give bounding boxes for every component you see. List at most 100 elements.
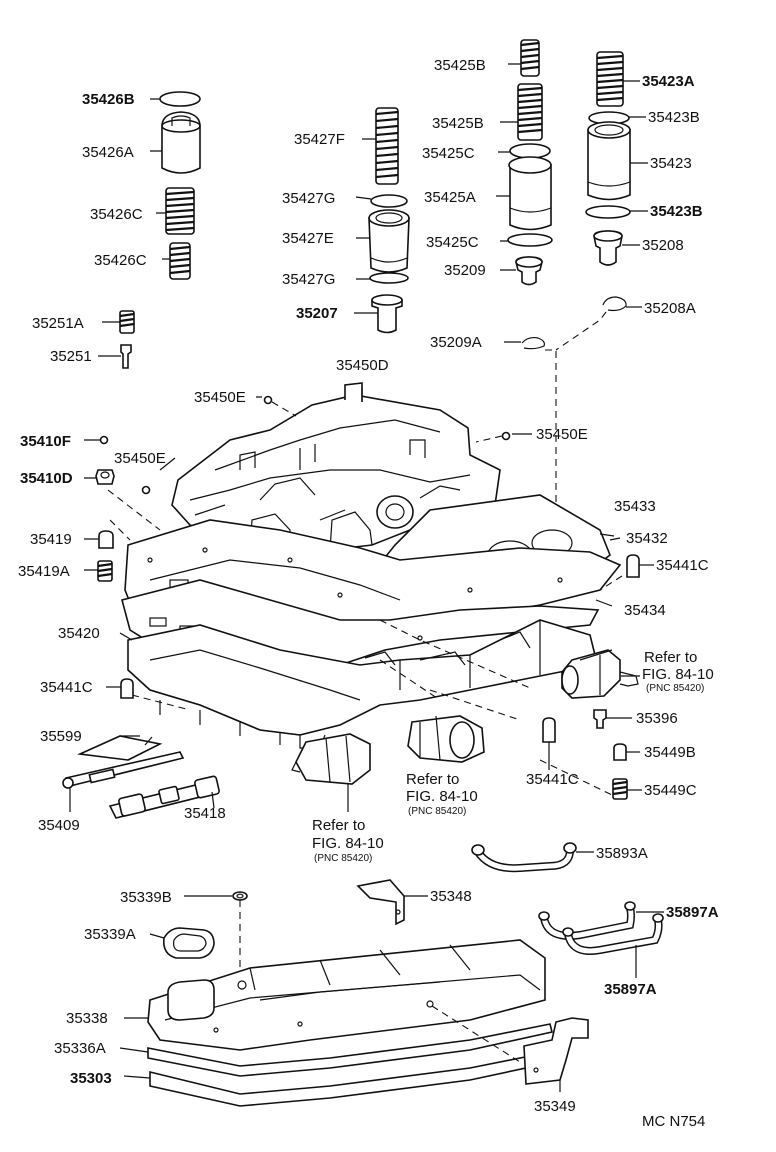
ref3-line1: Refer to xyxy=(312,817,365,834)
label-35208: 35208 xyxy=(642,237,684,254)
solenoid-right xyxy=(561,649,639,699)
label-35441C-bottom: 35441C xyxy=(526,771,579,788)
label-35409: 35409 xyxy=(38,817,80,834)
part-35426A-cap xyxy=(161,111,201,174)
label-35410D: 35410D xyxy=(20,470,73,487)
label-35425B-mid: 35425B xyxy=(432,115,484,132)
label-35396: 35396 xyxy=(636,710,678,727)
label-35441C-left: 35441C xyxy=(40,679,93,696)
part-35349-bracket xyxy=(523,1017,589,1085)
label-35599: 35599 xyxy=(40,728,82,745)
part-35450D-upper-valve-body xyxy=(171,382,501,561)
part-35339A-gasket xyxy=(162,927,215,959)
label-35427F: 35427F xyxy=(294,131,345,148)
ref1-line2: FIG. 84-10 xyxy=(642,666,714,683)
label-35426A: 35426A xyxy=(82,144,134,161)
label-35423: 35423 xyxy=(650,155,692,172)
part-35427G-ring-upper xyxy=(370,194,408,208)
label-35425C-lower: 35425C xyxy=(426,234,479,251)
part-35396-pin xyxy=(593,709,607,729)
part-35338-oil-pan xyxy=(147,939,546,1051)
label-35410F: 35410F xyxy=(20,433,71,450)
part-35599-plate xyxy=(77,735,163,761)
part-35425B-spring-top xyxy=(520,39,540,77)
label-35427E: 35427E xyxy=(282,230,334,247)
part-35336A-pan-gasket xyxy=(147,1023,553,1077)
label-35339B: 35339B xyxy=(120,889,172,906)
label-35251: 35251 xyxy=(50,348,92,365)
label-35336A: 35336A xyxy=(54,1040,106,1057)
label-35209A: 35209A xyxy=(430,334,482,351)
part-35425B-spring-mid xyxy=(517,83,543,141)
label-35893A: 35893A xyxy=(596,845,648,862)
label-35209: 35209 xyxy=(444,262,486,279)
part-35251-pin xyxy=(120,344,132,369)
part-35426C-spring-small xyxy=(169,242,191,280)
part-35419-plug xyxy=(98,530,114,549)
part-35410D-nut xyxy=(95,469,115,485)
label-35338: 35338 xyxy=(66,1010,108,1027)
label-35349: 35349 xyxy=(534,1098,576,1115)
part-35425A-sleeve xyxy=(508,156,552,231)
part-35339B-washer xyxy=(232,891,248,901)
part-35423A-spring xyxy=(596,51,624,107)
label-35897A-upper: 35897A xyxy=(666,904,719,921)
ref1-line1: Refer to xyxy=(644,649,697,666)
part-35423-sleeve xyxy=(587,121,631,201)
part-35208-valve xyxy=(593,230,623,266)
part-35419A-spring xyxy=(97,560,113,582)
part-35441C-plug-1 xyxy=(626,554,640,578)
ref2-line1: Refer to xyxy=(406,771,459,788)
label-35419: 35419 xyxy=(30,531,72,548)
part-35423B-ring-lower xyxy=(585,205,631,219)
solenoid-left xyxy=(291,733,371,785)
label-35420: 35420 xyxy=(58,625,100,642)
part-35450E-check-ball-1 xyxy=(263,395,273,405)
ref2-line3: (PNC 85420) xyxy=(408,806,466,817)
label-35251A: 35251A xyxy=(32,315,84,332)
part-35251A-spring xyxy=(119,310,135,334)
part-35426C-spring-large xyxy=(165,187,195,235)
label-35449C: 35449C xyxy=(644,782,697,799)
label-35450E-left: 35450E xyxy=(114,450,166,467)
label-35450E-upper: 35450E xyxy=(194,389,246,406)
ref3-line3: (PNC 85420) xyxy=(314,853,372,864)
label-35425A: 35425A xyxy=(424,189,476,206)
part-35348-bracket xyxy=(356,879,405,926)
label-35208A: 35208A xyxy=(644,300,696,317)
ref2-line2: FIG. 84-10 xyxy=(406,788,478,805)
part-35425C-ring-lower xyxy=(507,233,553,247)
part-35441C-plug-2 xyxy=(120,678,134,699)
solenoid-middle xyxy=(407,715,485,763)
label-35450E-right: 35450E xyxy=(536,426,588,443)
part-35441C-plug-3 xyxy=(542,717,556,743)
part-35208A-clip xyxy=(602,296,627,312)
label-35427G-upper: 35427G xyxy=(282,190,335,207)
part-35425C-ring-upper xyxy=(509,143,551,159)
label-35423B-lower: 35423B xyxy=(650,203,703,220)
part-35449C-spring xyxy=(612,778,628,800)
part-35897A-tubes xyxy=(538,901,664,955)
label-35897A-lower: 35897A xyxy=(604,981,657,998)
part-35426B-ring xyxy=(159,91,201,107)
part-35409-rod xyxy=(62,751,185,789)
part-35207-valve xyxy=(371,294,403,334)
part-35893A-tube xyxy=(471,842,577,873)
part-35209A-clip xyxy=(521,336,545,350)
label-35303: 35303 xyxy=(70,1070,112,1087)
label-35426C-upper: 35426C xyxy=(90,206,143,223)
label-35425B-top: 35425B xyxy=(434,57,486,74)
part-35427G-ring-lower xyxy=(369,272,409,284)
label-35434: 35434 xyxy=(624,602,666,619)
label-35423A: 35423A xyxy=(642,73,695,90)
label-35426C-lower: 35426C xyxy=(94,252,147,269)
part-35209-valve xyxy=(515,256,543,286)
label-35207: 35207 xyxy=(296,305,338,322)
label-35418: 35418 xyxy=(184,805,226,822)
figure-code: MC N754 xyxy=(642,1113,705,1130)
label-35339A: 35339A xyxy=(84,926,136,943)
label-35433: 35433 xyxy=(614,498,656,515)
label-35441C-right: 35441C xyxy=(656,557,709,574)
